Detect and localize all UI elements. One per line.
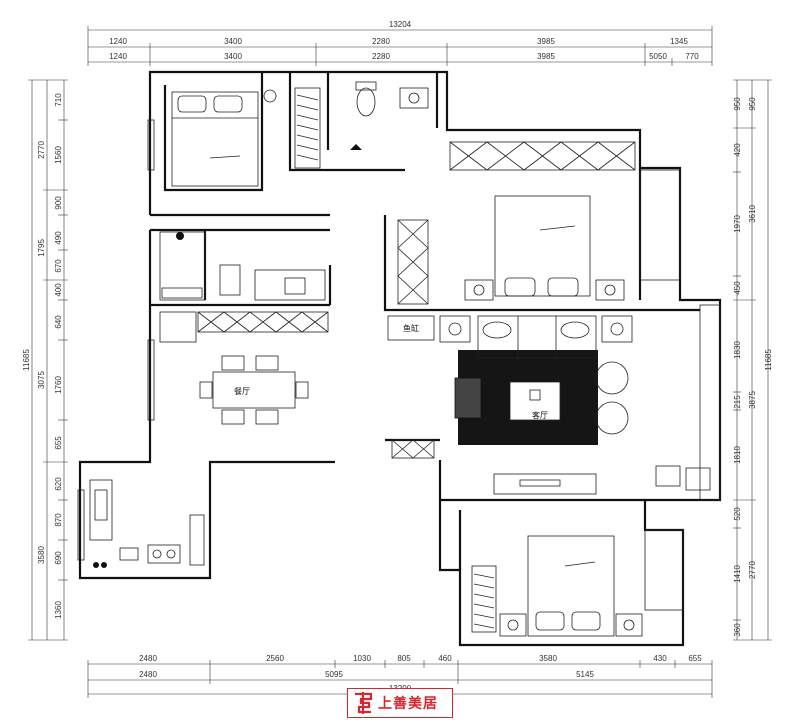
left-dim: 3075 [37,371,46,389]
right-dim: 520 [733,507,742,521]
brand-name: 上善美居 [378,696,438,712]
closet-hatch [294,87,321,169]
bottom-dim: 1030 [353,654,371,663]
right-dim: 215 [733,395,742,409]
left-dim: 670 [54,259,63,273]
left-dim: 900 [54,196,63,210]
dining-table: 餐厅 [199,355,309,425]
left-dim: 490 [54,231,63,245]
top-dim: 1240 [109,52,127,61]
left-total-dim: 11685 [22,349,31,371]
right-total-dim: 11685 [764,349,773,371]
top-total-dim: 13204 [389,20,412,29]
kitchen-fixtures [89,479,205,568]
bottom-dim: 430 [653,654,667,663]
top-dim: 5050 [649,52,667,61]
left-dim: 710 [54,93,63,107]
top-dim: 3985 [537,37,555,46]
top-dim: 1345 [670,37,688,46]
top-dim: 770 [685,52,699,61]
right-dim: 2770 [748,561,757,579]
left-dimensions: 11685 2770 1795 3075 3580 710 1560 900 4… [22,79,68,641]
right-dim: 3875 [748,391,757,409]
toilet [350,81,429,150]
bottom-dim: 655 [688,654,702,663]
brand-logo: 上善美居 [347,688,453,718]
top-dim: 3400 [224,37,242,46]
right-dim: 950 [748,97,757,111]
left-dim: 1360 [54,601,63,619]
right-dim: 450 [733,281,742,295]
wardrobe-corridor [397,219,429,305]
small-room-fixtures [159,231,326,301]
left-dim: 620 [54,477,63,491]
right-dim: 950 [733,97,742,111]
walls [77,70,722,647]
entrance-cabinet [391,439,435,459]
right-dim: 360 [733,623,742,637]
coffee-table [509,381,561,421]
left-dim: 3580 [37,546,46,564]
right-dim: 1810 [733,446,742,464]
bottom-dim: 3580 [539,654,557,663]
top-dim: 2280 [372,52,390,61]
logo-mark-icon [355,692,373,714]
bottom-dim: 805 [397,654,411,663]
fish-tank: 鱼缸 [387,315,435,341]
ottoman [454,377,482,419]
bed-right [464,195,625,301]
bottom-dim: 5145 [576,670,594,679]
bed-top-left [171,89,277,187]
left-dim: 690 [54,551,63,565]
right-dim: 1410 [733,565,742,583]
left-dim: 640 [54,315,63,329]
furniture: 餐厅 [89,81,711,637]
right-dim: 1830 [733,341,742,359]
left-dim: 2770 [37,141,46,159]
top-dim: 3985 [537,52,555,61]
left-dim: 1795 [37,239,46,257]
left-dim: 655 [54,436,63,450]
top-dim: 1240 [109,37,127,46]
top-dim: 3400 [224,52,242,61]
top-dim: 2280 [372,37,390,46]
living-room: 客厅 [439,315,711,495]
right-dim: 1970 [733,215,742,233]
left-dim: 400 [54,283,63,297]
bed-bottom [471,535,643,637]
bottom-dim: 2480 [139,654,157,663]
bottom-dim: 2480 [139,670,157,679]
living-label: 客厅 [532,410,548,420]
right-dimensions: 11685 950 3610 3875 2770 950 420 1970 45… [733,79,773,641]
fish-tank-label: 鱼缸 [403,323,419,333]
left-dim: 1760 [54,376,63,394]
bottom-dim: 460 [438,654,452,663]
left-dim: 870 [54,513,63,527]
right-dim: 420 [733,143,742,157]
dining-label: 餐厅 [234,387,250,396]
right-dim: 3610 [748,205,757,223]
cabinet-row [159,311,329,343]
wardrobe-top-right [449,141,636,171]
top-dimensions: 13204 1240 3400 2280 3985 1345 1240 3400… [87,20,713,66]
bottom-dim: 5095 [325,670,343,679]
bottom-dim: 2560 [266,654,284,663]
left-dim: 1560 [54,146,63,164]
